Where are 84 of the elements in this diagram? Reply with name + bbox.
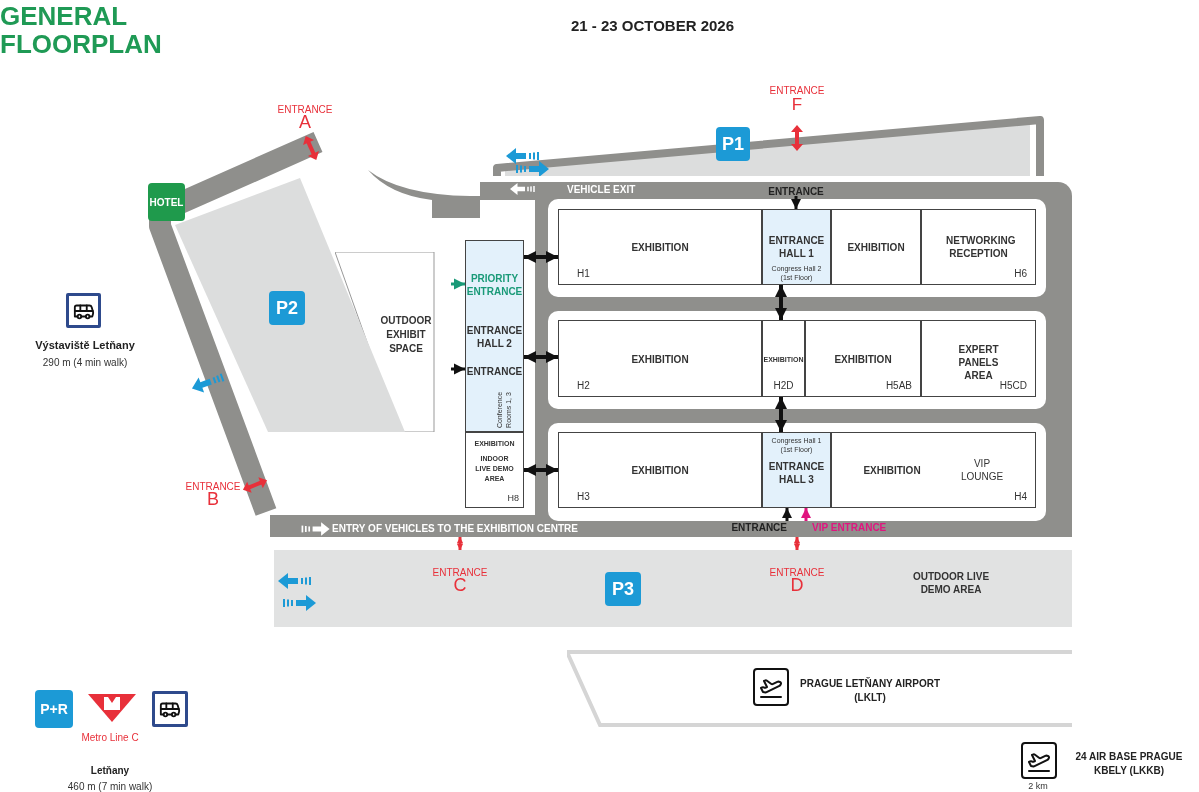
hall-code: H4 xyxy=(1014,490,1027,504)
exhibition-hall xyxy=(762,320,805,397)
arrow xyxy=(451,363,465,375)
exhibition-hall xyxy=(805,320,921,397)
walk-distance: 460 m (7 min walk) xyxy=(66,780,154,792)
hall-name: EXHIBITION xyxy=(630,352,690,365)
road-label: ENTRY OF VEHICLES TO THE EXHIBITION CENTRE xyxy=(332,522,578,536)
edge-label: ENTRANCE xyxy=(767,185,825,199)
airport-area xyxy=(567,650,1072,727)
entrance-letter: B xyxy=(207,490,219,508)
edge-label: ENTRANCE xyxy=(730,521,787,535)
hall-code: H2D xyxy=(772,379,795,393)
parking-area xyxy=(491,116,1044,176)
entrance-letter: F xyxy=(790,96,804,113)
edge-label: VIP ENTRANCE xyxy=(812,521,887,535)
event-dates: 21 - 23 OCTOBER 2026 xyxy=(569,16,736,36)
arrow xyxy=(790,196,802,209)
entrance-letter: A xyxy=(299,113,311,131)
entrance-label: PRIORITY ENTRANCE xyxy=(466,272,523,298)
arrow xyxy=(524,251,558,263)
airport-name: PRAGUE LETŇANY AIRPORT (LKLT) xyxy=(799,677,941,705)
hotel-label: HOTEL xyxy=(149,195,184,210)
parking-badge: P1 xyxy=(716,127,750,161)
exhibition-hall xyxy=(558,209,762,285)
arrow xyxy=(793,537,801,550)
hall-code: H8 xyxy=(507,491,519,505)
distance-label: 2 km xyxy=(1027,780,1049,792)
parking-badge: P3 xyxy=(605,572,641,606)
entrance-label: ENTRANCE xyxy=(466,365,523,379)
arrow xyxy=(456,537,464,550)
arrow xyxy=(781,508,793,521)
entrance-hall xyxy=(465,240,524,432)
hall-code: H5AB xyxy=(885,379,912,393)
area-name: OUTDOOR EXHIBIT SPACE xyxy=(379,314,433,356)
hall-name: EXHIBITION xyxy=(630,240,690,254)
hall-name: EXHIBITION xyxy=(846,240,906,254)
park-and-ride-badge: P+R xyxy=(35,690,73,728)
exhibition-hall xyxy=(558,320,762,397)
entrance-letter: C xyxy=(453,576,467,594)
entrance-letter: D xyxy=(790,576,804,594)
entrance-label: ENTRANCE xyxy=(184,480,242,492)
hall-name: ENTRANCE HALL 1 xyxy=(767,234,826,260)
entrance-label: ENTRANCE xyxy=(768,84,826,98)
hall-name: EXHIBITION xyxy=(833,352,893,365)
arrow xyxy=(800,508,812,521)
arrow xyxy=(775,285,787,320)
hall-code: H2 xyxy=(577,379,590,393)
arrow xyxy=(524,464,558,476)
exhibit-area xyxy=(335,252,435,432)
exhibition-hall xyxy=(921,209,1036,285)
arrow xyxy=(451,278,465,290)
parking-badge: P2 xyxy=(269,291,305,325)
arrow xyxy=(524,351,558,363)
hotel-sign xyxy=(148,183,185,221)
entrance-label: ENTRANCE xyxy=(431,566,489,578)
hall-name: EXHIBITION xyxy=(862,463,922,478)
hall-name: ENTRANCE HALL 2 xyxy=(466,324,523,350)
page-title: GENERAL FLOORPLAN xyxy=(0,2,163,58)
exhibition-hall xyxy=(558,432,762,508)
hall-code: H5CD xyxy=(999,379,1027,393)
entrance-label: ENTRANCE xyxy=(768,566,826,578)
metro-label: Metro Line C xyxy=(80,731,140,744)
exhibition-hall xyxy=(921,320,1036,397)
hall-name: EXHIBITION xyxy=(630,463,690,477)
hall-name: EXPERT PANELS AREA xyxy=(957,343,1000,382)
hall-code: H6 xyxy=(1014,267,1027,281)
hall-name: ENTRANCE HALL 3 xyxy=(767,460,826,486)
entrance-label: ENTRANCE xyxy=(276,103,334,115)
road-label: VEHICLE EXIT xyxy=(567,183,636,197)
bus-stop-name: Výstaviště Letňany xyxy=(34,338,136,353)
exhibition-hall xyxy=(831,432,1036,508)
exhibition-hall xyxy=(831,209,921,285)
hall-code: H3 xyxy=(577,490,590,504)
entrance-hall xyxy=(762,432,831,508)
lounge-label: VIP LOUNGE xyxy=(959,457,1005,483)
hall-code: H1 xyxy=(577,267,590,281)
arrow xyxy=(775,397,787,432)
airbase-name: 24 AIR BASE PRAGUE KBELY (LKKB) xyxy=(1074,750,1184,778)
area-name: OUTDOOR LIVE DEMO AREA xyxy=(911,570,991,596)
station-name: Letňany xyxy=(89,764,131,778)
exhibition-hall xyxy=(465,432,524,508)
walk-distance: 290 m (4 min walk) xyxy=(41,356,129,370)
entrance-hall xyxy=(762,209,831,285)
parking-area xyxy=(274,550,1072,627)
